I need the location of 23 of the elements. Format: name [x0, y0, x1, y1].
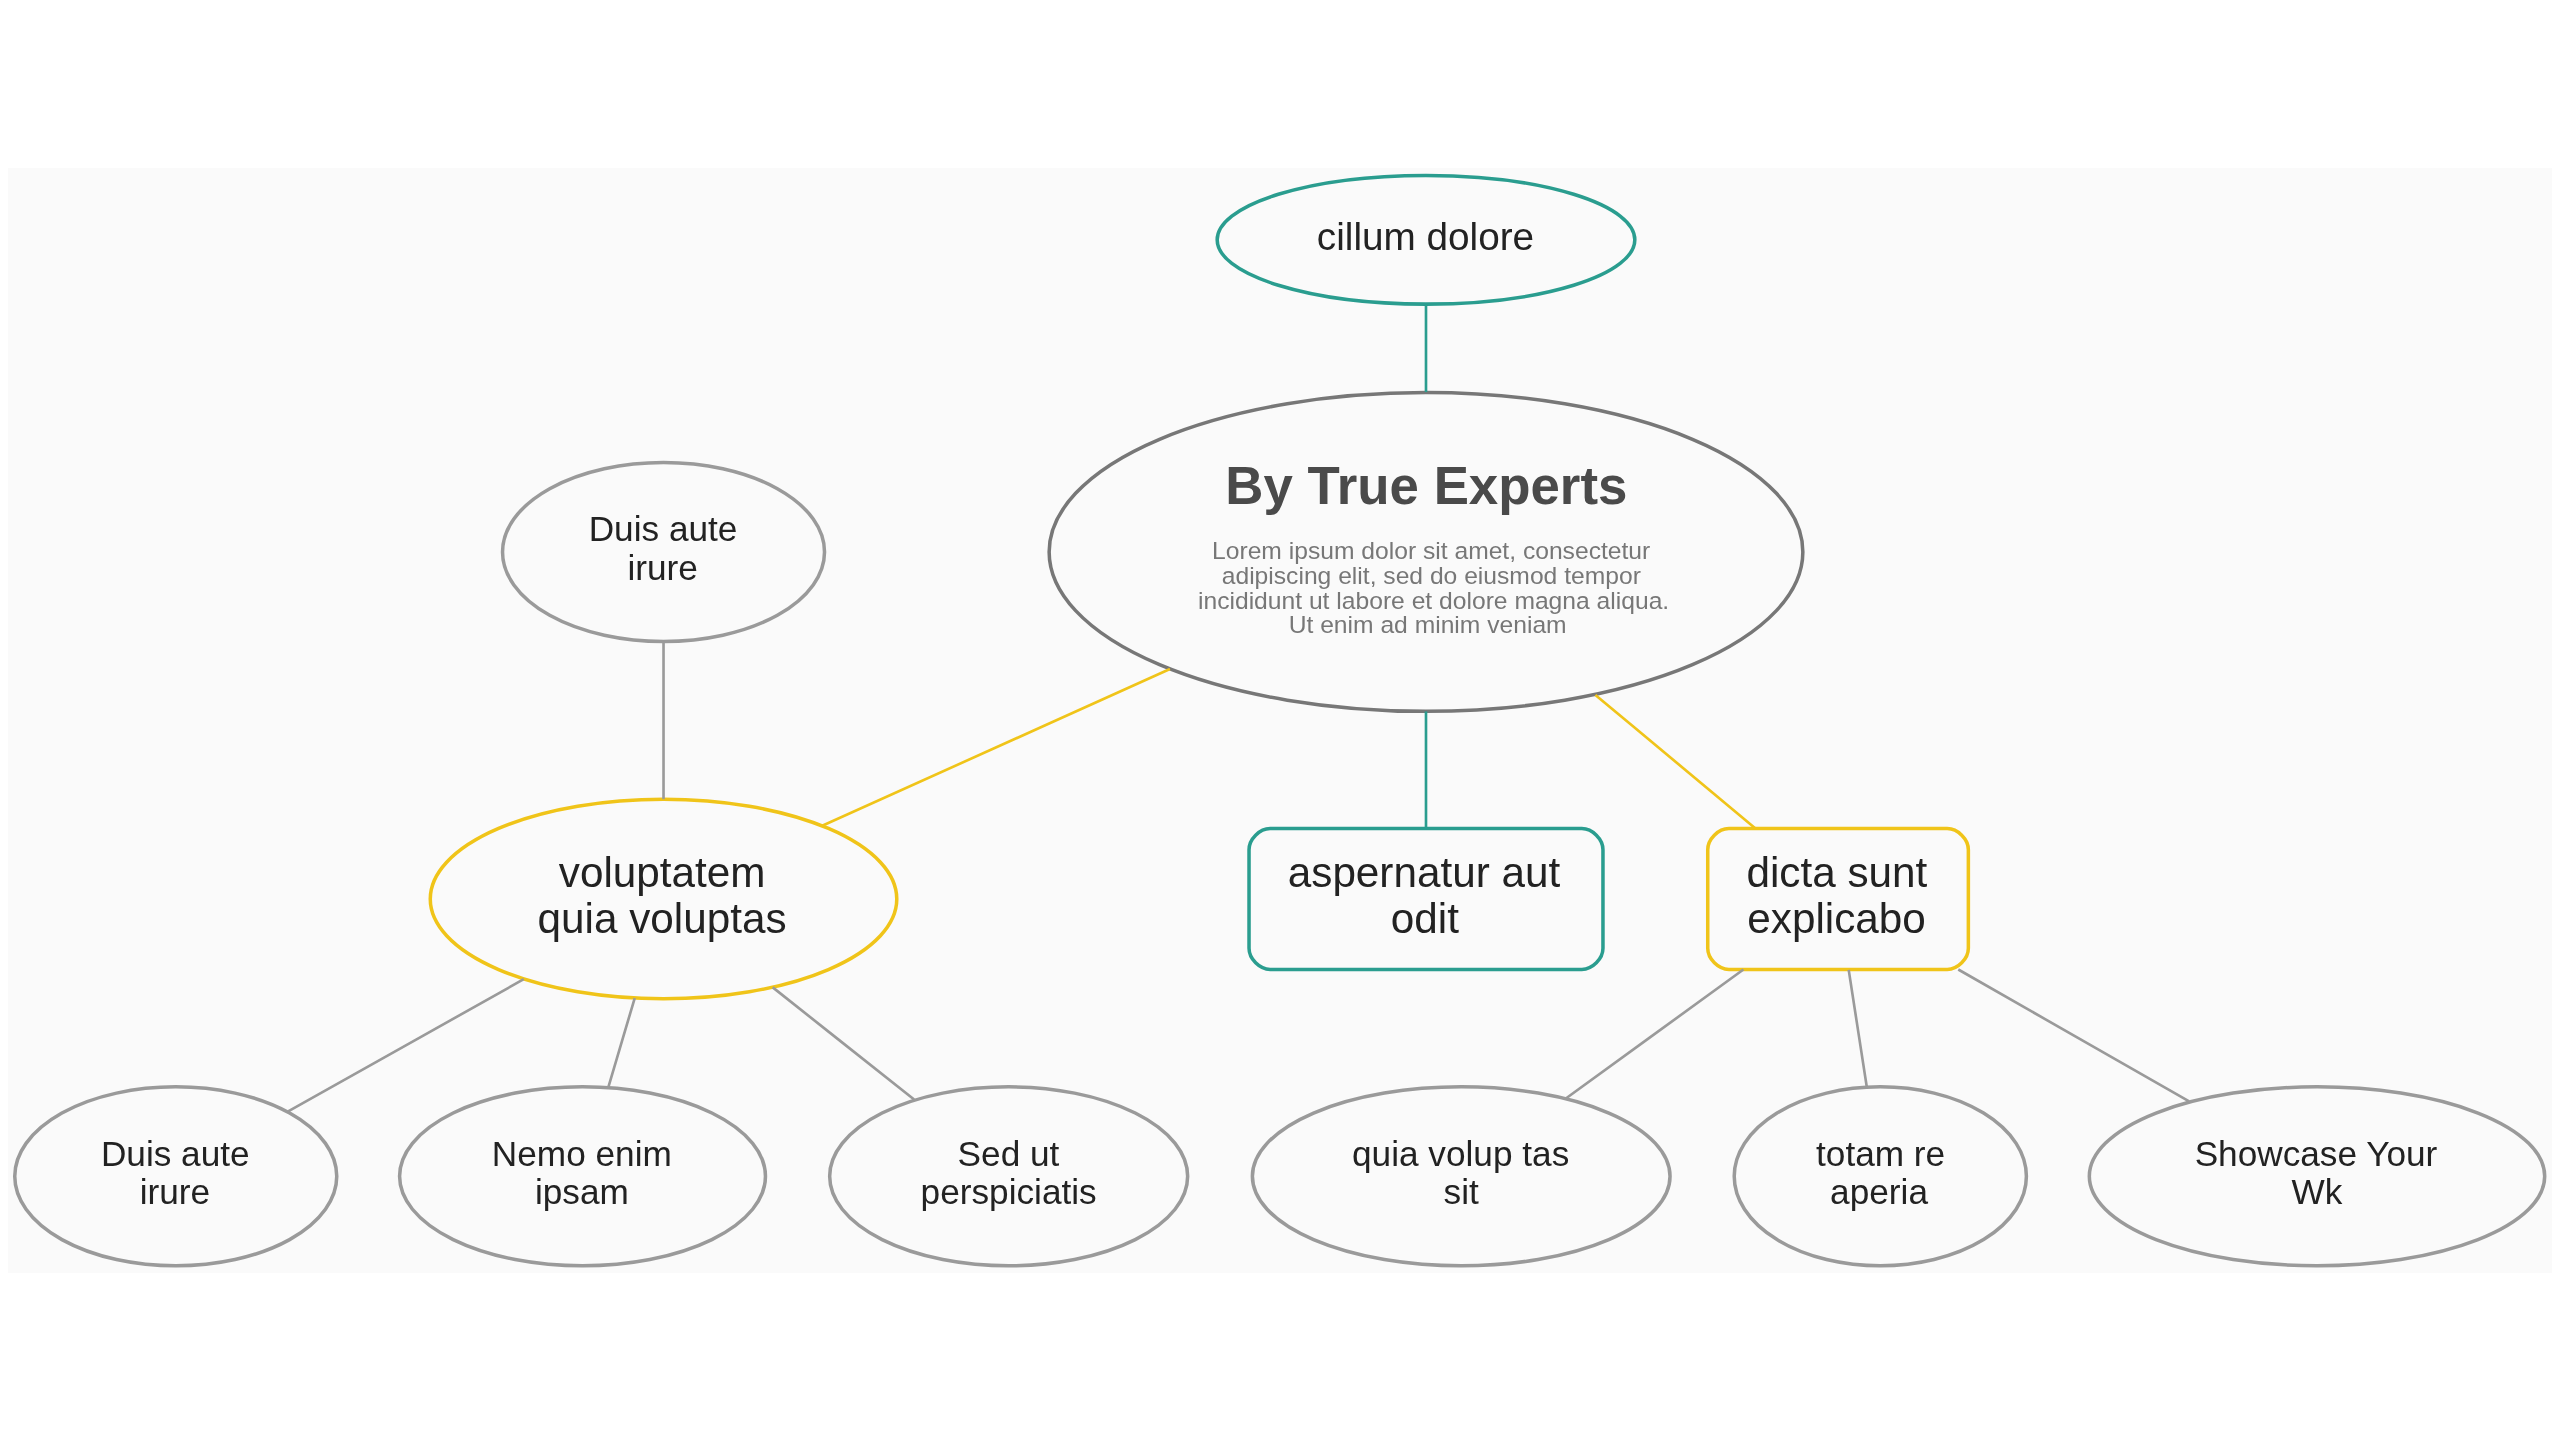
node-ellipse: totam re aperia	[1732, 1084, 2029, 1268]
node-ellipse: Nemo enim ipsam	[397, 1084, 768, 1268]
node-ellipse: By True Experts Lorem ipsum dolor sit amet, consectetur adipiscing elit, sed do eiusmod tempor incididunt ut labore et dolore magna aliqua. Ut enim ad minim veniam	[1047, 390, 1805, 713]
connector	[771, 985, 915, 1101]
connector	[1847, 969, 1869, 1087]
node-box: aspernatur aut odit	[1247, 826, 1605, 971]
node-ellipse: Showcase Your Wk	[2087, 1084, 2547, 1268]
connector	[1424, 304, 1428, 392]
node-ellipse: Sed ut perspiciatis	[827, 1084, 1190, 1268]
connector	[821, 667, 1171, 827]
node-ellipse: Duis aute irure	[13, 1084, 339, 1268]
connector	[1594, 693, 1757, 829]
node-box: dicta sunt explicabo	[1706, 826, 1971, 971]
node-ellipse: cillum dolore	[1215, 173, 1637, 306]
connector	[1565, 967, 1745, 1100]
connector	[1957, 967, 2190, 1103]
node-ellipse: voluptatem quia voluptas	[428, 797, 899, 1000]
connector	[607, 997, 636, 1087]
connector	[1424, 710, 1428, 828]
connector	[662, 641, 665, 799]
node-ellipse: Duis aute irure	[500, 460, 827, 643]
connector	[287, 977, 525, 1113]
node-ellipse: quia volup tas sit	[1250, 1084, 1672, 1268]
